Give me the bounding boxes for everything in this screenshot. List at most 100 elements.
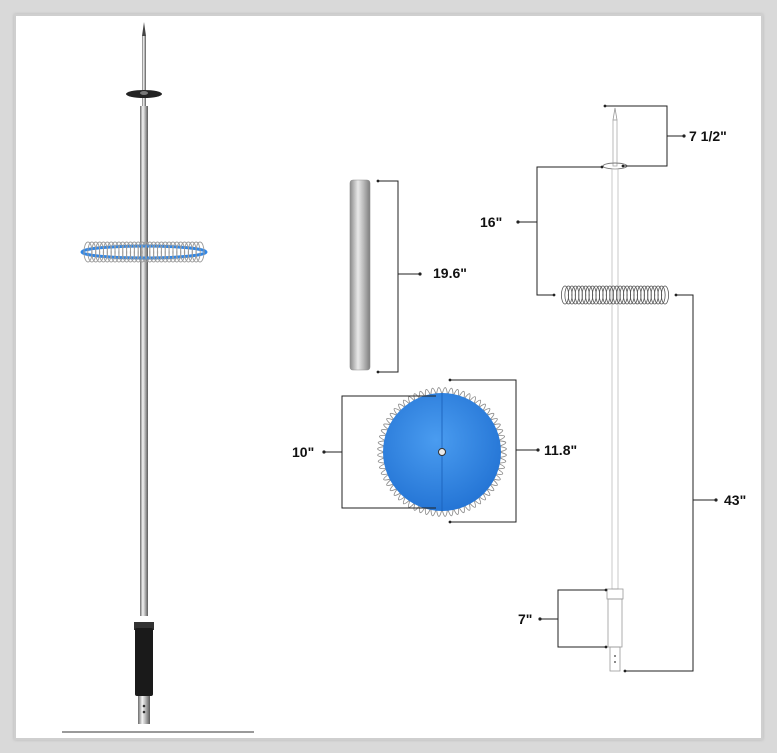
disc-spike — [379, 434, 388, 442]
disc-spike — [485, 412, 495, 421]
disc-spike — [489, 478, 498, 486]
disc-spike — [497, 457, 507, 464]
tip-length-label: 7 1/2" — [689, 128, 727, 144]
disc-spike — [424, 506, 432, 515]
disc-spike — [452, 389, 460, 398]
outline-upper — [612, 119, 618, 167]
sleeve-length-label: 7" — [518, 611, 533, 627]
disc-spike — [393, 487, 402, 496]
disc-spike — [477, 403, 486, 412]
disc-spike — [402, 399, 411, 409]
tip-dimension-line — [605, 105, 668, 167]
disc-center-hole — [438, 448, 446, 456]
outline-base-hole — [614, 661, 616, 663]
disc-spike — [492, 473, 501, 481]
disc-spike — [383, 473, 392, 481]
coil-loop — [191, 241, 201, 263]
outline-tip — [612, 107, 618, 121]
disc-spike — [473, 399, 482, 409]
disc-spike — [489, 418, 498, 426]
tip-to-coil-label: 16" — [480, 214, 503, 230]
coil-loop — [657, 285, 666, 305]
steel-tube — [349, 179, 371, 371]
disc-spike — [477, 492, 486, 501]
disc-outer-dimension — [450, 379, 517, 523]
disc-spike — [377, 457, 387, 464]
disc-spike — [402, 495, 411, 505]
base-hole — [142, 704, 146, 708]
outline-coil — [561, 285, 670, 305]
height-dimension-line — [625, 294, 694, 672]
rod-outline-drawing — [518, 105, 716, 672]
disc-spike — [398, 403, 407, 412]
rod-sleeve — [135, 628, 153, 696]
height-label: 43" — [724, 492, 747, 508]
disc-spike — [389, 483, 399, 492]
outline-base — [609, 646, 621, 672]
disc-spike — [380, 429, 390, 436]
outline-base-hole — [614, 655, 616, 657]
disc-spike — [413, 502, 421, 511]
product-illustration — [62, 22, 718, 733]
leader-dots — [322, 104, 718, 673]
rod-assembly — [62, 22, 254, 733]
disc-spike — [408, 396, 416, 405]
coil-loop — [195, 241, 205, 263]
disc-spike — [430, 507, 437, 517]
outline-shaft — [611, 168, 619, 590]
disc-spike — [458, 390, 465, 400]
rod-flange-hub — [140, 91, 148, 95]
disc-spike — [492, 423, 501, 431]
disc-spike — [430, 387, 437, 397]
disc-spike — [485, 483, 495, 492]
disc-spike — [393, 408, 402, 417]
outline-sleeve-cap — [606, 588, 624, 600]
disc-spike — [482, 408, 491, 417]
disc-spike — [498, 445, 507, 453]
disc-spike — [468, 396, 476, 405]
rod-coil — [83, 241, 205, 263]
disc-spike — [458, 504, 465, 514]
tube-dimension-line — [378, 180, 399, 373]
rod-tip — [142, 22, 146, 36]
disc-spike — [377, 445, 386, 453]
disc-spike — [441, 508, 449, 517]
disc-spike — [498, 451, 507, 459]
outline-sleeve — [607, 598, 623, 648]
disc-spike — [377, 451, 386, 459]
disc-spike — [380, 468, 390, 475]
disc-spike — [441, 387, 449, 396]
sleeve-dimension-line — [557, 589, 606, 648]
disc-spike — [377, 440, 387, 447]
rod-upper — [142, 36, 146, 106]
rod-base-stub — [138, 696, 150, 724]
product-panel: 19.6" 10" 11.8" 7 1/2" 16" 43" 7" — [14, 14, 763, 740]
rod-coil-blue — [80, 244, 208, 260]
disc-spike — [435, 387, 443, 396]
disc-spike — [447, 387, 454, 397]
disc-spike — [386, 478, 395, 486]
disc-spike — [435, 508, 443, 517]
disc-spike — [452, 506, 460, 515]
disc-spike — [379, 462, 388, 470]
disc-spike — [494, 468, 504, 475]
disc-spike — [494, 429, 504, 436]
disc-spike — [463, 502, 471, 511]
tube-diagram — [349, 179, 420, 373]
rod-sleeve-cap — [134, 622, 154, 630]
disc-spike — [386, 418, 395, 426]
disc-spike — [463, 393, 471, 402]
disc-spike — [497, 440, 507, 447]
disc-outer-label: 11.8" — [544, 442, 578, 458]
disc-diagram — [324, 379, 538, 523]
disc-spike — [398, 492, 407, 501]
disc-spike — [482, 487, 491, 496]
disc-spike — [408, 499, 416, 508]
disc-spike — [473, 495, 482, 505]
disc-spike — [413, 393, 421, 402]
disc-spike — [389, 412, 399, 421]
coil-dimension-line — [536, 166, 602, 296]
rod-shaft — [140, 106, 148, 616]
disc-spike — [468, 499, 476, 508]
disc-spike — [424, 389, 432, 398]
